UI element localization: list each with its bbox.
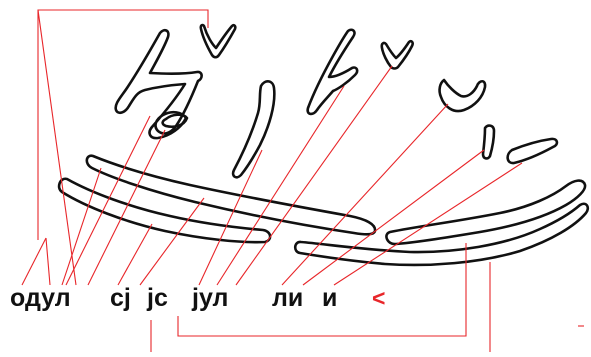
label-i: и: [322, 283, 337, 313]
glyph-dash: [508, 139, 557, 163]
label-direction-mark: <: [372, 283, 385, 313]
leader-u2: [217, 86, 344, 285]
label-odul: одул: [10, 283, 71, 313]
glyph-small-v: [382, 41, 413, 68]
leader-u-loop: [88, 130, 165, 285]
glyph-large-loop: [116, 30, 202, 138]
glyph-hook: [308, 30, 357, 114]
leader-top-diag: [38, 10, 76, 285]
glyph-top-v: [201, 25, 235, 57]
glyph-long-band-lower: [59, 179, 270, 242]
label-li: ли: [272, 283, 303, 313]
glyph-right-band-upper: [386, 181, 585, 245]
label-jul: јул: [192, 283, 228, 313]
label-js: јс: [147, 283, 168, 313]
label-sj: сј: [110, 283, 131, 313]
leader-l3: [282, 104, 448, 285]
leader-o-2: [46, 238, 50, 285]
glyph-stroke: [233, 81, 274, 177]
leader-o-1: [22, 238, 46, 285]
glyph-outlines: [59, 25, 588, 265]
glyph-tick: [483, 126, 494, 159]
leader-i4: [334, 163, 522, 285]
